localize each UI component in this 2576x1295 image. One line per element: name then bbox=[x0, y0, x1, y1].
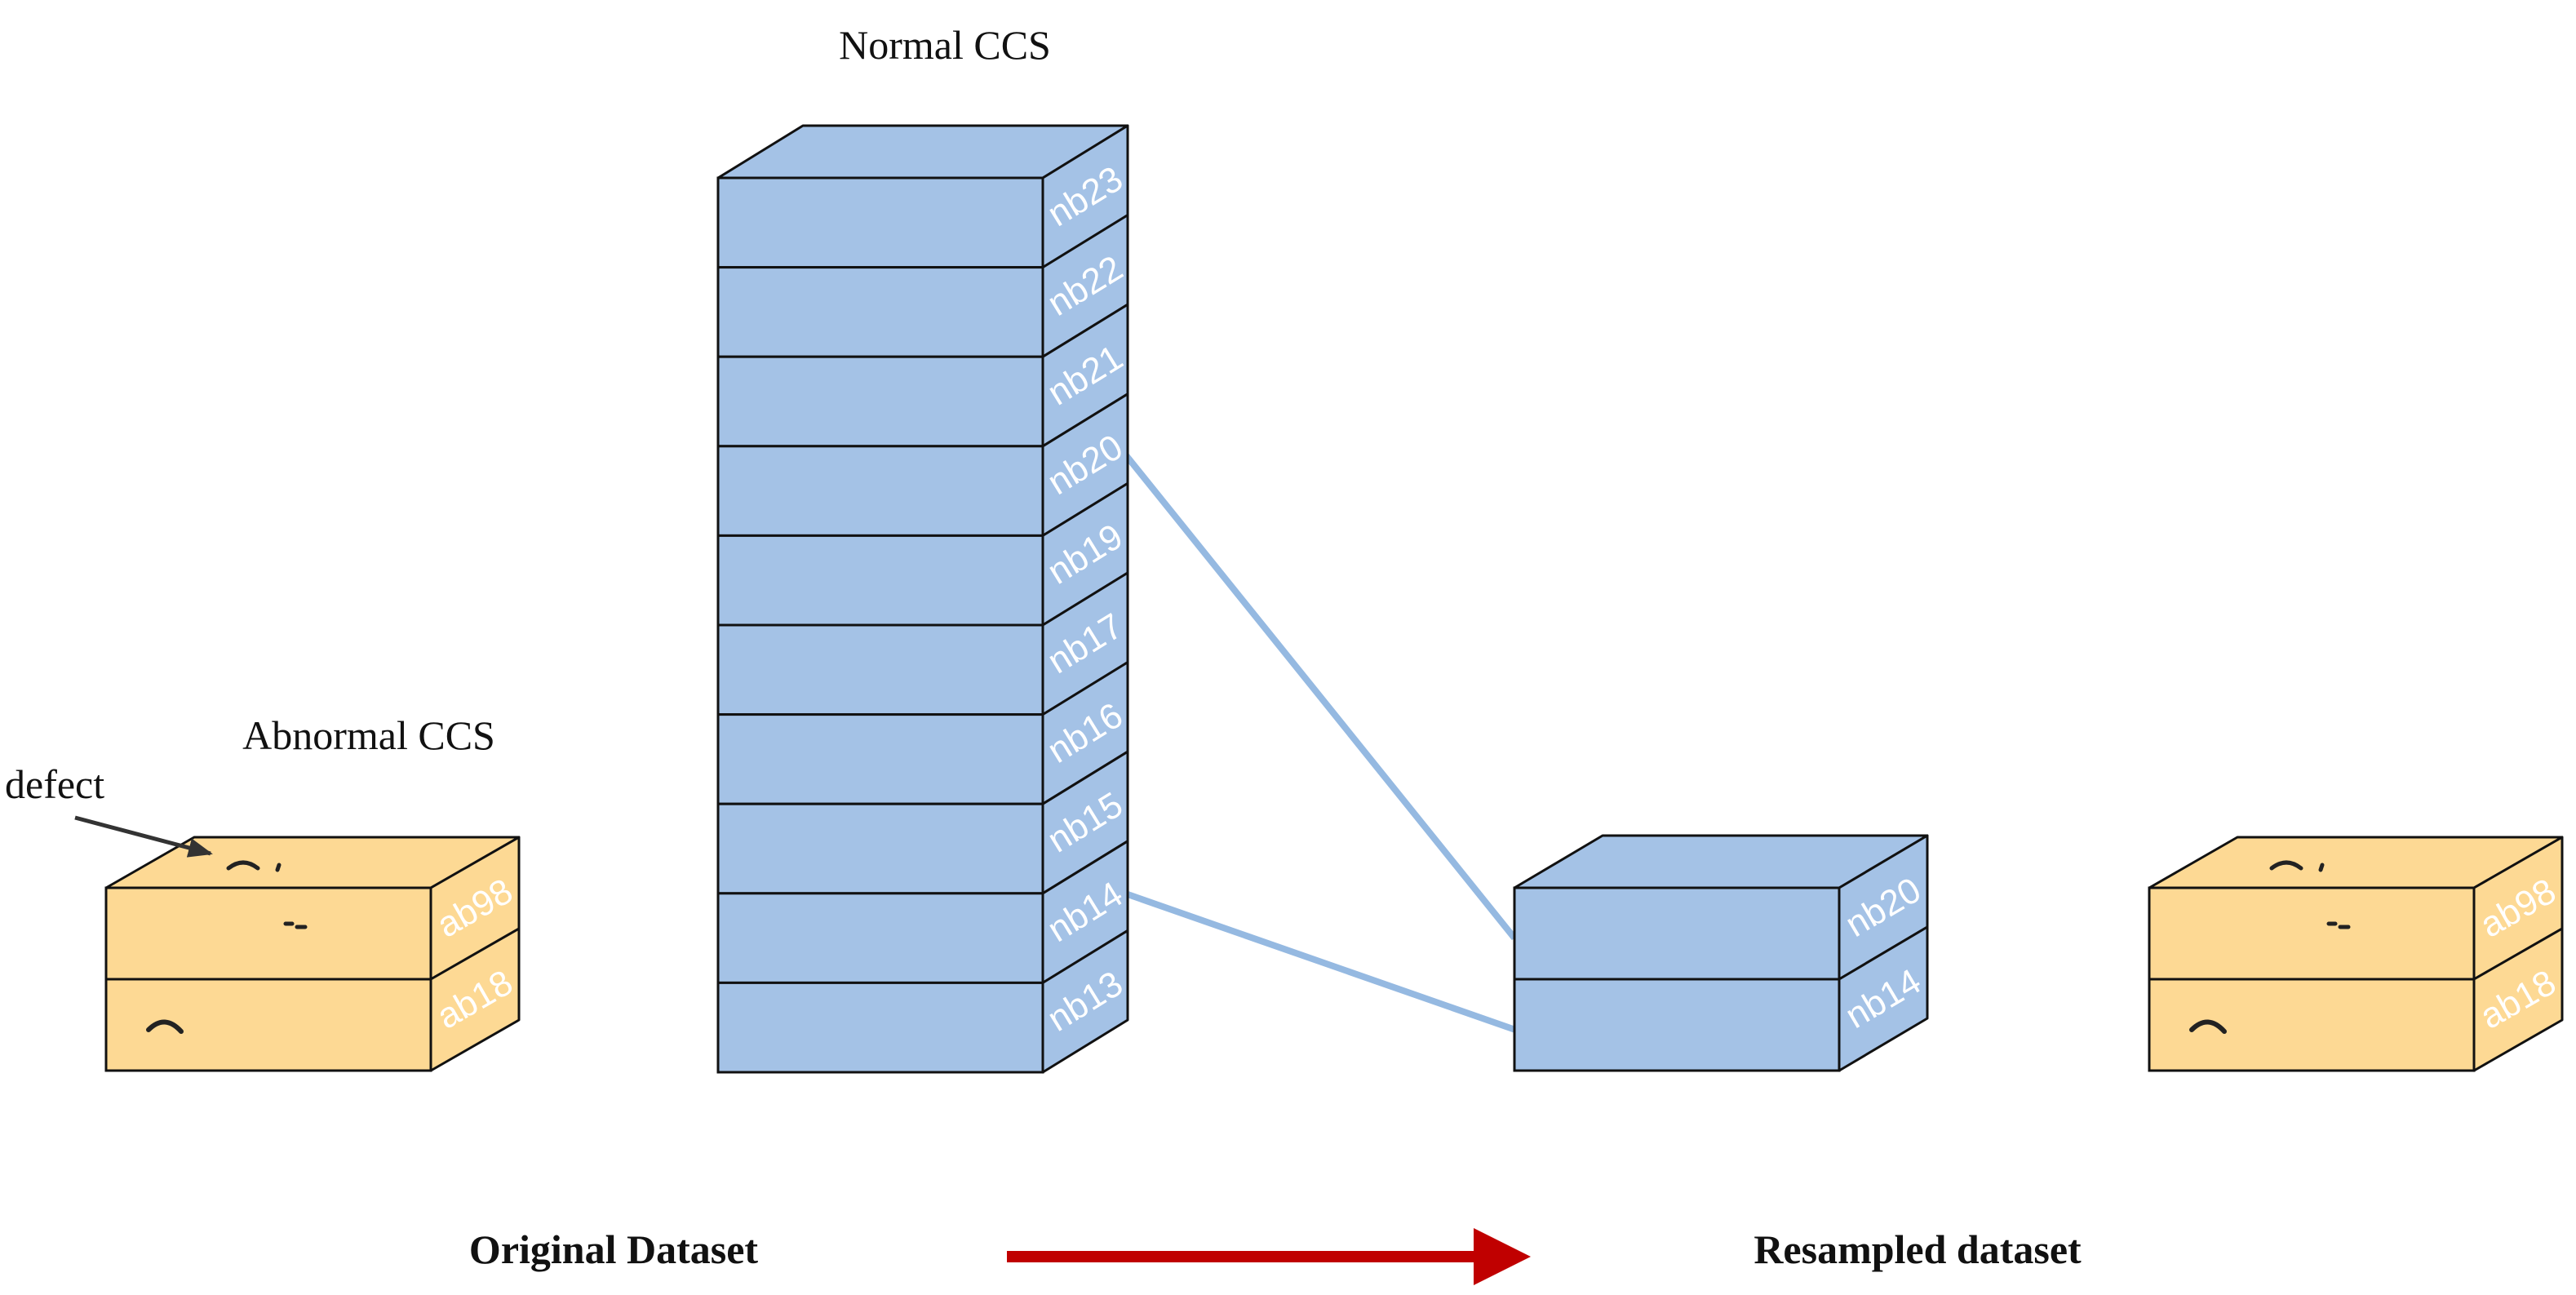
normal-ccs-title: Normal CCS bbox=[839, 22, 1051, 68]
abnormal-defect-mark bbox=[275, 863, 282, 872]
abnormal-box-front-ab98 bbox=[104, 886, 432, 981]
resampled-abnormal-defect-mark bbox=[2326, 921, 2351, 929]
abnormal-ccs-title: Abnormal CCS bbox=[242, 712, 495, 758]
normal-box-front-nb13 bbox=[716, 981, 1044, 1074]
defect-pointer-arrow bbox=[74, 815, 213, 858]
connector-line bbox=[1115, 887, 1516, 1033]
resampled-normal-box-front-nb14 bbox=[1513, 978, 1841, 1072]
abnormal-box-side-ab18 bbox=[429, 927, 521, 1072]
resampled-dataset-label: Resampled dataset bbox=[1754, 1226, 2082, 1272]
normal-box-front-nb20 bbox=[716, 445, 1044, 537]
abnormal-defect-mark bbox=[283, 921, 308, 929]
connector-lines bbox=[1113, 441, 1518, 1033]
resampled-abnormal-defect-mark bbox=[2269, 860, 2303, 871]
normal-box-front-nb22 bbox=[716, 266, 1044, 358]
resampled-abnormal-box-side-ab18 bbox=[2472, 927, 2564, 1072]
normal-box-front-nb21 bbox=[716, 355, 1044, 448]
abnormal-defect-mark bbox=[226, 860, 260, 871]
defect-label: defect bbox=[5, 761, 104, 807]
normal-box-front-nb23 bbox=[716, 176, 1044, 269]
normal-box-front-nb19 bbox=[716, 534, 1044, 627]
normal-box-front-nb16 bbox=[716, 713, 1044, 805]
connector-line bbox=[1113, 441, 1518, 941]
normal-box-front-nb17 bbox=[716, 623, 1044, 716]
abnormal-defect-mark bbox=[146, 1019, 184, 1034]
normal-box-side-nb13 bbox=[1041, 929, 1129, 1074]
resampled-abnormal-box-front-ab98 bbox=[2148, 886, 2476, 981]
resampled-normal-box-front-nb20 bbox=[1513, 886, 1841, 981]
resampled-normal-box-side-nb14 bbox=[1838, 925, 1929, 1072]
resampled-abnormal-defect-mark bbox=[2189, 1019, 2227, 1034]
resampled-abnormal-defect-mark bbox=[2318, 863, 2325, 872]
normal-box-front-nb14 bbox=[716, 892, 1044, 984]
original-dataset-label: Original Dataset bbox=[469, 1226, 758, 1272]
normal-box-front-nb15 bbox=[716, 802, 1044, 895]
